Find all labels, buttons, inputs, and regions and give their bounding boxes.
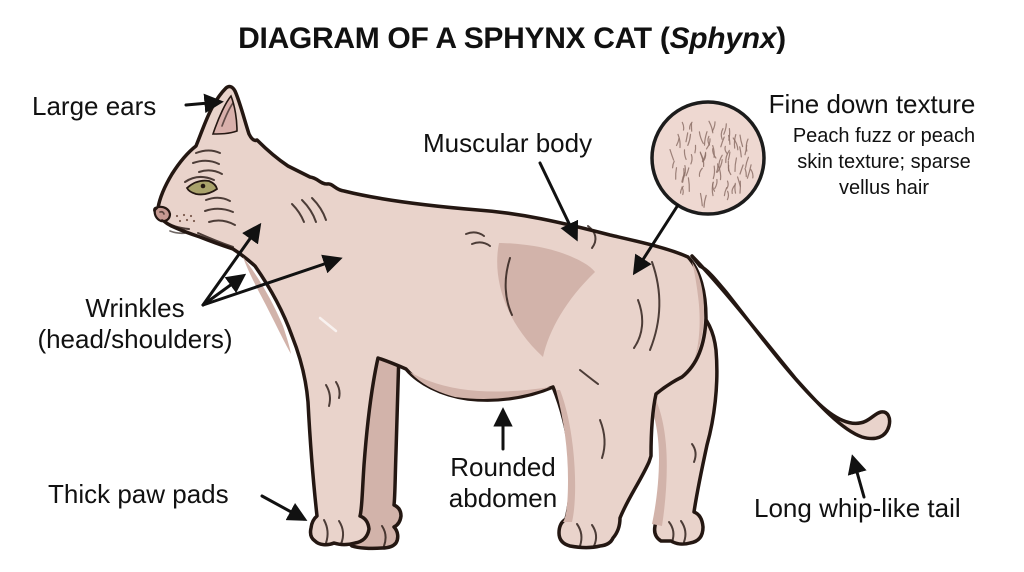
label-wrinkles-line2: (head/shoulders) xyxy=(37,324,233,354)
arrow-wrinkles-head xyxy=(201,222,262,307)
label-wrinkles-line1: Wrinkles xyxy=(85,293,185,323)
arrow-long-whip-tail xyxy=(847,454,867,499)
cat-far-hind-leg-shading xyxy=(645,392,667,526)
label-rounded-abdomen-line1: Rounded xyxy=(450,452,556,482)
label-fine-down-texture: Fine down texture xyxy=(768,89,976,119)
cat-tail xyxy=(690,254,892,441)
arrow-thick-paw-pads xyxy=(260,494,308,521)
label-large-ears: Large ears xyxy=(32,91,157,121)
cat-face xyxy=(153,176,218,235)
label-rounded-abdomen: Rounded abdomen xyxy=(423,452,583,514)
title-pre: DIAGRAM OF A SPHYNX CAT ( xyxy=(238,22,670,55)
sphynx-cat-illustration xyxy=(153,84,892,551)
arrow-wrinkles-shoulder xyxy=(201,254,343,307)
pointer-arrows xyxy=(184,93,867,521)
label-rounded-abdomen-line2: abdomen xyxy=(448,483,558,513)
arrow-wrinkles-neck xyxy=(201,273,247,307)
label-long-whip-like-tail: Long whip-like tail xyxy=(754,493,961,523)
diagram-title: DIAGRAM OF A SPHYNX CAT (Sphynx) xyxy=(0,22,1024,56)
arrow-muscular-body xyxy=(538,161,579,242)
label-fine-down-texture-description: Peach fuzz or peach skin texture; sparse… xyxy=(792,125,976,199)
label-muscular-body: Muscular body xyxy=(423,128,593,158)
title-species: Sphynx xyxy=(669,22,777,55)
cat-wrinkle-lines xyxy=(192,149,697,463)
arrow-large-ears xyxy=(184,93,224,114)
cat-nose xyxy=(153,205,172,223)
label-thick-paw-pads: Thick paw pads xyxy=(48,479,229,509)
cat-whisker-dots xyxy=(175,213,196,223)
cat-toe-lines xyxy=(323,519,687,547)
texture-inset-circle xyxy=(650,100,766,216)
arrow-texture-to-body xyxy=(632,203,680,276)
cat-shading xyxy=(243,243,704,522)
title-post: ) xyxy=(776,22,786,55)
cat-mouth xyxy=(161,219,190,230)
texture-inset xyxy=(650,100,766,216)
texture-hairs xyxy=(669,120,754,208)
label-wrinkles: Wrinkles (head/shoulders) xyxy=(10,293,260,355)
